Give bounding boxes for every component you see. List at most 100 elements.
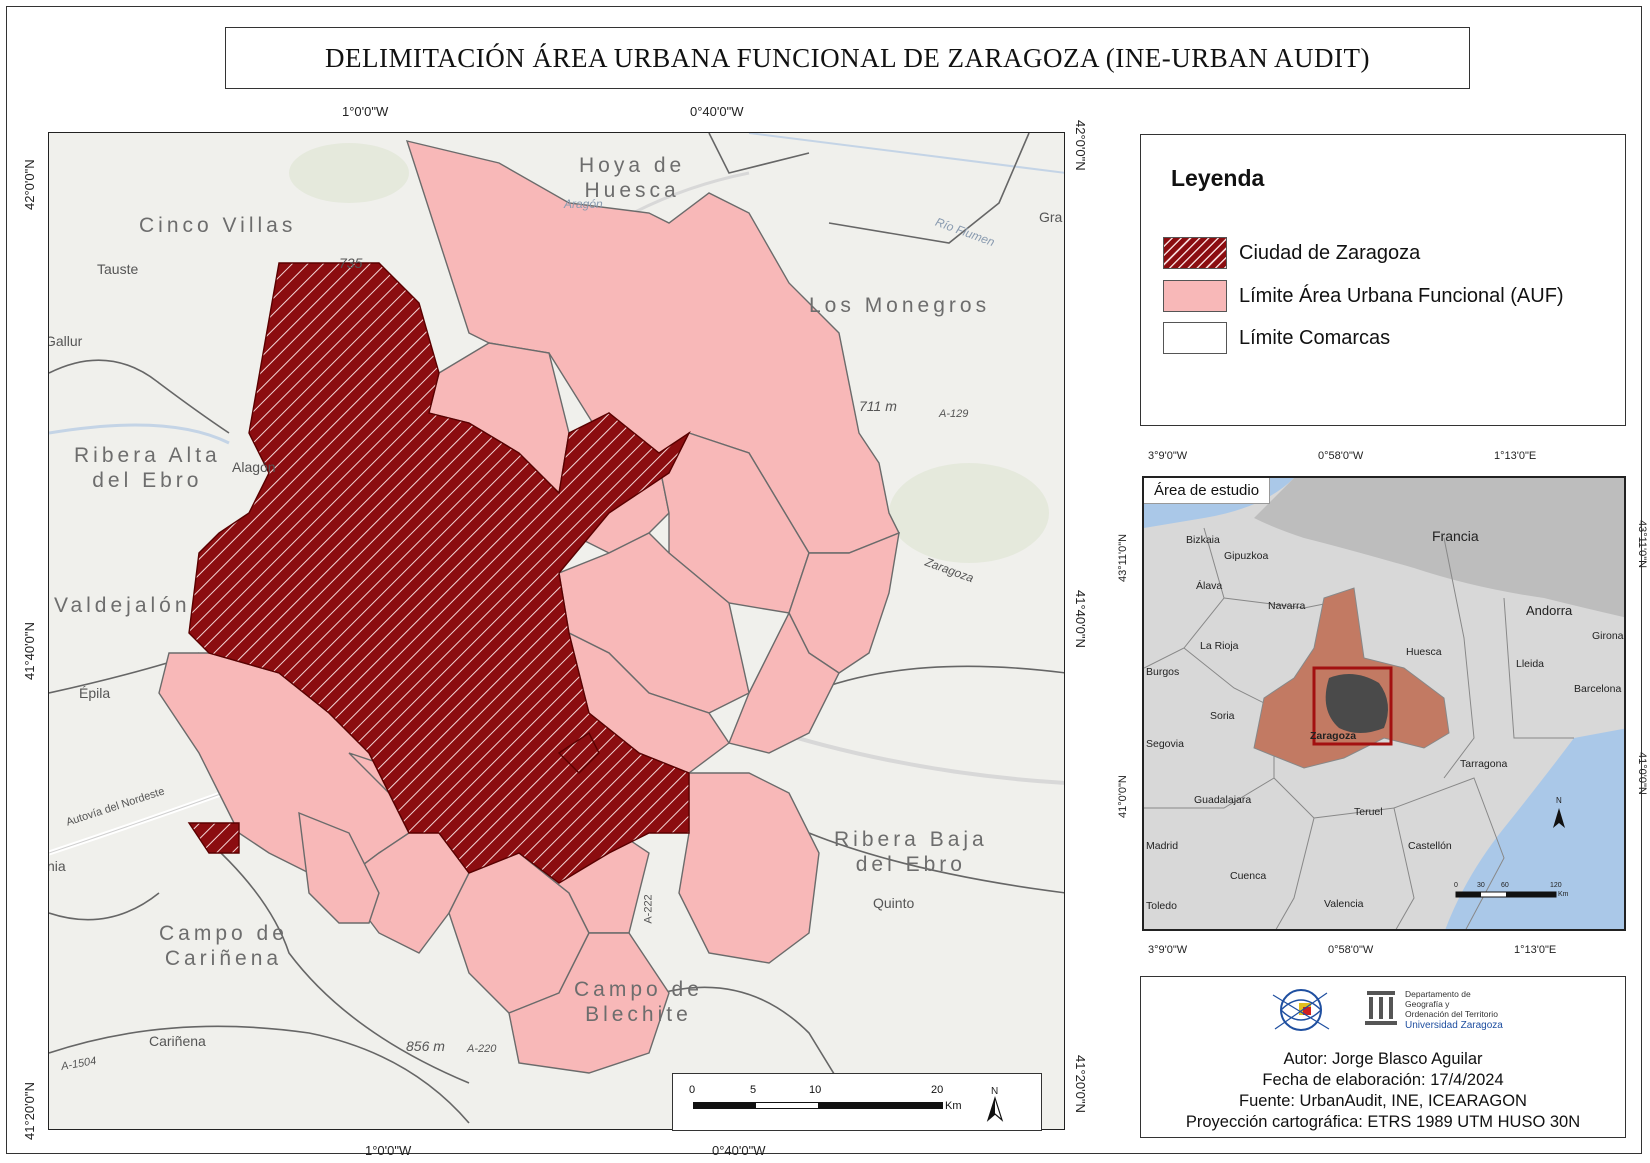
dept-line-3: Ordenación del Territorio <box>1405 1009 1498 1019</box>
main-map[interactable]: Hoya de Huesca Cinco Villas Los Monegros… <box>48 132 1065 1130</box>
label-carinena-town: Cariñena <box>149 1033 206 1049</box>
north-arrow-icon <box>986 1096 1004 1122</box>
label-cinco-villas: Cinco Villas <box>139 214 297 237</box>
label-belchite: Campo de Blechite <box>574 978 703 1026</box>
department-text: Departamento de Geografía y Ordenación d… <box>1405 989 1503 1031</box>
label-tauste: Tauste <box>97 261 139 277</box>
inset-bottom-coord-3: 1°13'0"E <box>1514 944 1557 956</box>
inset-label-valencia: Valencia <box>1324 898 1364 910</box>
label-a222: A-222 <box>642 894 655 924</box>
inset-scale-60: 60 <box>1501 882 1509 889</box>
label-elev-735: 735 <box>339 255 363 271</box>
legend-swatch-ciudad <box>1163 237 1227 269</box>
inset-label-huesca: Huesca <box>1406 646 1442 658</box>
inset-label-soria: Soria <box>1210 710 1235 722</box>
inset-left-coord-1: 43°11'0"N <box>1117 533 1129 582</box>
inset-scale-unit: Km <box>1558 891 1569 898</box>
inset-top-coord-1: 3°9'0"W <box>1148 450 1188 462</box>
inset-label-alava: Álava <box>1196 580 1223 592</box>
legend-item-comarcas: Límite Comarcas <box>1163 322 1390 354</box>
legend-swatch-auf <box>1163 280 1227 312</box>
inset-top-coord-3: 1°13'0"E <box>1494 450 1537 462</box>
scale-tick-20: 20 <box>931 1084 944 1096</box>
credit-source: Fuente: UrbanAudit, INE, ICEARAGON <box>1239 1092 1527 1110</box>
legend-label-comarcas: Límite Comarcas <box>1239 326 1391 349</box>
scale-bar-outline <box>693 1102 943 1109</box>
inset-left-coord-2: 41°0'0"N <box>1117 775 1129 818</box>
label-valdejalon: Valdejalón <box>54 594 191 617</box>
right-coord-1: 42°0'0"N <box>1073 120 1088 171</box>
map-title-box: DELIMITACIÓN ÁREA URBANA FUNCIONAL DE ZA… <box>225 27 1470 89</box>
geography-logo-icon <box>1272 989 1330 1031</box>
university-logo-icon <box>1365 991 1397 1025</box>
label-hoya-huesca: Hoya de Huesca <box>579 154 686 202</box>
dept-line-2: Geografía y <box>1405 999 1450 1009</box>
left-coord-2: 41°40'0"N <box>22 622 37 680</box>
legend-swatch-comarcas <box>1163 322 1227 354</box>
inset-right-coord-1: 43°11'0"N <box>1636 520 1648 569</box>
credits-box: Departamento de Geografía y Ordenación d… <box>1140 976 1626 1138</box>
scale-tick-10: 10 <box>809 1084 822 1096</box>
inset-scale-120: 120 <box>1550 882 1562 889</box>
scale-tick-5: 5 <box>750 1084 757 1096</box>
right-coord-3: 41°20'0"N <box>1073 1055 1088 1113</box>
credit-projection: Proyección cartográfica: ETRS 1989 UTM H… <box>1185 1113 1581 1131</box>
inset-label-cuenca: Cuenca <box>1230 870 1267 882</box>
label-aragon-river: Aragón <box>564 197 603 211</box>
legend-label-auf: Límite Área Urbana Funcional (AUF) <box>1239 284 1564 307</box>
inset-label-teruel: Teruel <box>1354 806 1383 818</box>
main-map-canvas <box>49 133 1064 1129</box>
inset-label-bizkaia: Bizkaia <box>1186 534 1220 546</box>
inset-label: Área de estudio <box>1144 478 1271 504</box>
label-a220: A-220 <box>467 1043 497 1055</box>
scale-tick-0: 0 <box>689 1084 696 1096</box>
legend: Leyenda Ciudad de Zaragoza Límite Área U… <box>1140 134 1626 426</box>
label-ribera-baja: Ribera Baja del Ebro <box>834 828 988 876</box>
inset-label-gipuzkoa: Gipuzkoa <box>1224 550 1269 562</box>
label-gallur: Gallur <box>48 333 83 349</box>
inset-label-girona: Girona <box>1592 630 1624 642</box>
top-coord-1: 1°0'0"W <box>342 104 389 119</box>
top-coord-2: 0°40'0"W <box>690 104 744 119</box>
inset-label-toledo: Toledo <box>1146 900 1177 912</box>
label-gra: Gra <box>1039 209 1063 225</box>
left-coord-1: 42°0'0"N <box>22 159 37 210</box>
label-a129: A-129 <box>939 408 969 420</box>
credit-date: Fecha de elaboración: 17/4/2024 <box>1262 1071 1504 1089</box>
inset-label-castellon: Castellón <box>1408 840 1452 852</box>
inset-label-tarragona: Tarragona <box>1460 758 1508 770</box>
label-epila: Épila <box>79 685 111 701</box>
left-coord-3: 41°20'0"N <box>22 1082 37 1140</box>
legend-title: Leyenda <box>1171 165 1265 191</box>
inset-label-andorra: Andorra <box>1526 603 1573 618</box>
inset-label-francia: Francia <box>1432 528 1479 544</box>
inset-label-navarra: Navarra <box>1268 600 1306 612</box>
bottom-coord-2: 0°40'0"W <box>712 1143 766 1158</box>
inset-top-coord-2: 0°58'0"W <box>1318 450 1364 462</box>
inset-right-coord-2: 41°0'0"N <box>1636 752 1648 795</box>
inset-bottom-coord-1: 3°9'0"W <box>1148 944 1188 956</box>
map-frame <box>6 6 1642 1154</box>
label-monegros: Los Monegros <box>809 294 991 317</box>
inset-scale-0: 0 <box>1454 882 1458 889</box>
inset-label-guadalajara: Guadalajara <box>1194 794 1252 806</box>
bottom-coord-1: 1°0'0"W <box>365 1143 412 1158</box>
label-ribera-alta: Ribera Alta del Ebro <box>74 444 221 492</box>
inset-label-lleida: Lleida <box>1516 658 1545 670</box>
credit-author: Autor: Jorge Blasco Aguilar <box>1283 1050 1483 1068</box>
inset-label-barcelona: Barcelona <box>1574 683 1622 695</box>
label-elev-856: 856 m <box>406 1038 445 1054</box>
dept-line-1: Departamento de <box>1405 989 1471 999</box>
label-elev-711: 711 m <box>859 398 897 414</box>
inset-label-zaragoza: Zaragoza <box>1310 730 1357 742</box>
label-carinena: Campo de Cariñena <box>159 922 288 970</box>
inset-scale-30: 30 <box>1477 882 1485 889</box>
legend-label-ciudad: Ciudad de Zaragoza <box>1239 241 1421 264</box>
scale-bar: 0 5 10 20 Km N <box>672 1073 1042 1131</box>
label-quinto: Quinto <box>873 895 915 911</box>
inset-label-segovia: Segovia <box>1146 738 1184 750</box>
university-name: Universidad Zaragoza <box>1405 1020 1503 1031</box>
right-coord-2: 41°40'0"N <box>1073 590 1088 648</box>
inset-map[interactable]: Área de estudio Francia Andorra Bizkaia … <box>1142 476 1626 931</box>
legend-item-auf: Límite Área Urbana Funcional (AUF) <box>1163 280 1564 312</box>
